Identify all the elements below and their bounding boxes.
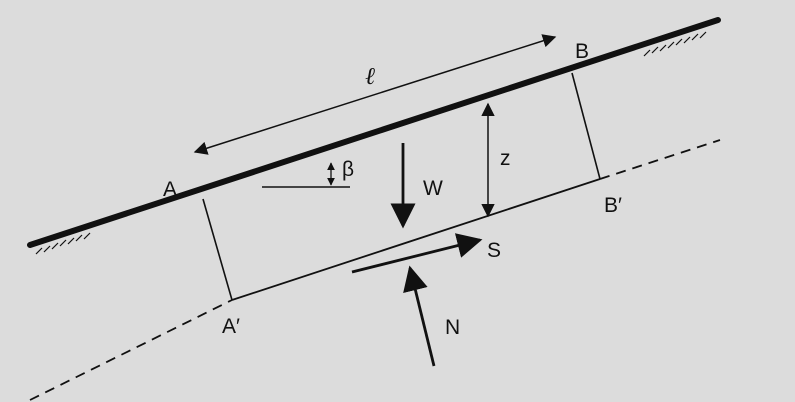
ground-hatching-right (643, 31, 707, 57)
label-B: B (575, 40, 589, 63)
label-beta: β (342, 158, 354, 181)
label-B-prime: B′ (604, 194, 622, 217)
label-N: N (445, 316, 460, 339)
slice-side-A (202, 198, 233, 301)
length-dimension-arrow (193, 34, 557, 155)
shear-force-arrow (351, 233, 483, 274)
slice-side-B (571, 72, 601, 180)
label-W: W (423, 177, 443, 200)
label-ell: ℓ (365, 64, 375, 90)
normal-force-arrow (403, 265, 436, 367)
slip-surface (231, 178, 601, 301)
label-z: z (500, 147, 511, 170)
label-S: S (487, 239, 501, 262)
slip-surface-dashed-right (599, 139, 721, 180)
ground-hatching-left (35, 232, 91, 255)
label-A: A (163, 178, 177, 201)
label-A-prime: A′ (222, 315, 240, 338)
slip-surface-dashed-left (29, 299, 233, 401)
